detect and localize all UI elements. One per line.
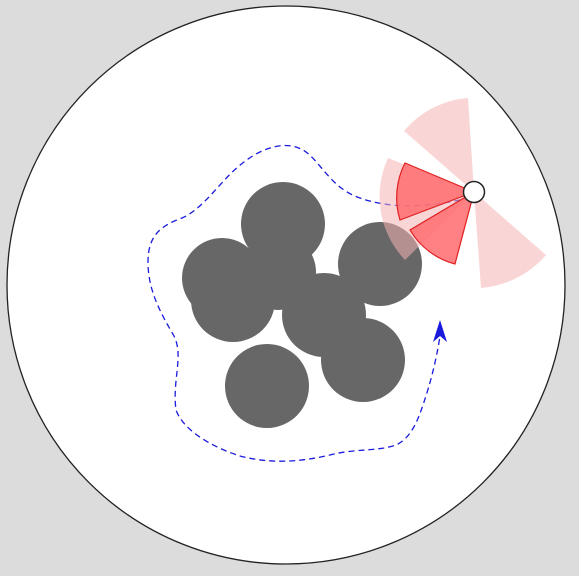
dashed-path xyxy=(147,144,471,462)
sensor-sector-dark xyxy=(409,190,475,265)
sensor-sector-light xyxy=(474,192,546,288)
robot xyxy=(462,180,486,204)
obstacle-circle xyxy=(321,318,405,402)
sensor-sectors xyxy=(379,98,546,288)
obstacle-circle xyxy=(225,344,309,428)
direction-arrow xyxy=(433,320,447,342)
sensor-sector-light xyxy=(404,98,474,192)
obstacle-cluster xyxy=(182,182,422,428)
sensor-sector-dark xyxy=(396,162,476,221)
